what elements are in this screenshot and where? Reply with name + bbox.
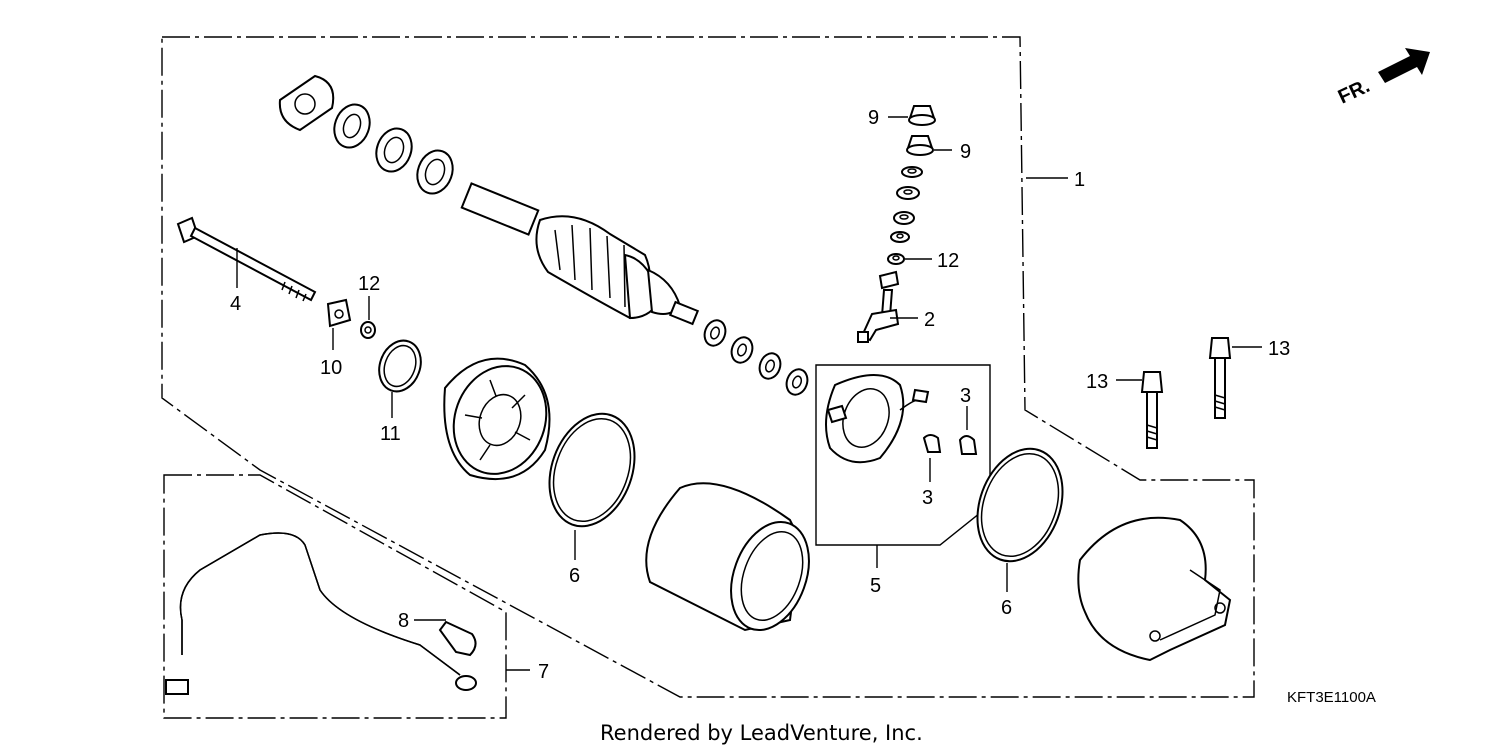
callout-1: 1: [1074, 169, 1085, 191]
callout-11: 11: [380, 423, 401, 445]
callout-3-upper: 3: [960, 385, 971, 407]
callout-9-second: 9: [960, 141, 971, 163]
callout-5: 5: [870, 575, 881, 597]
callout-4: 4: [230, 293, 241, 315]
o-ring-front: [548, 412, 636, 528]
callout-9-top: 9: [868, 107, 879, 129]
callout-12-right: 12: [937, 250, 959, 272]
front-cover: [443, 357, 551, 481]
callout-12-left: 12: [358, 273, 380, 295]
starter-cable: [165, 532, 477, 695]
callout-6-front: 6: [569, 565, 580, 587]
rear-cover: [1077, 516, 1232, 662]
callout-6-rear: 6: [1001, 597, 1012, 619]
small-parts-left: [326, 298, 422, 393]
terminal-hardware-stack: [857, 105, 936, 343]
leader-lines: [236, 116, 1262, 671]
diagram-code: KFT3E1100A: [1287, 689, 1376, 706]
brush-holder-frame: [815, 364, 991, 546]
callout-8: 8: [398, 610, 409, 632]
front-washer-set: [278, 74, 454, 195]
render-credit: Rendered by LeadVenture, Inc.: [600, 721, 923, 745]
cable-frame: [163, 474, 507, 719]
callout-13-left: 13: [1086, 371, 1108, 393]
through-bolt: [176, 216, 317, 302]
direction-label: FR.: [1335, 75, 1373, 109]
o-ring-rear: [976, 447, 1064, 563]
rear-washer-set: [703, 319, 809, 396]
callout-13-right: 13: [1268, 338, 1290, 360]
mounting-bolts: [1140, 337, 1232, 449]
callout-2: 2: [924, 309, 935, 331]
front-direction-arrow: FR.: [1335, 48, 1430, 109]
brush-holder: [825, 374, 978, 464]
callout-3-lower: 3: [922, 487, 933, 509]
callout-7: 7: [538, 661, 549, 683]
armature: [460, 182, 700, 326]
assembly-frame-1: [161, 36, 1255, 698]
callout-10: 10: [320, 357, 342, 379]
arrow-icon: [1378, 48, 1430, 83]
motor-yoke: [645, 482, 810, 632]
